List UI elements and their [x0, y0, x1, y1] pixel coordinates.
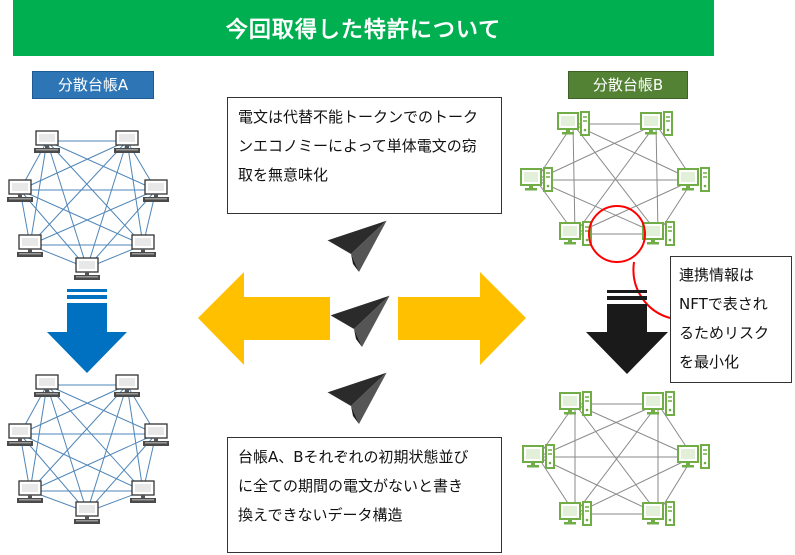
nft-description-line-2: ンエコノミーによって単体電文の窃	[238, 137, 477, 155]
computer-icon	[6, 179, 34, 203]
computer-icon	[520, 167, 553, 192]
callout-box: 連携情報は NFTで表され るためリスク を最小化	[670, 256, 792, 383]
paper-plane-icon-top	[326, 219, 388, 273]
title-banner: 今回取得した特許について	[13, 0, 714, 56]
callout-line-2: NFTで表され	[679, 295, 768, 313]
computer-icon	[6, 423, 34, 447]
network-link	[86, 384, 128, 513]
network-link	[29, 140, 48, 246]
computer-icon	[559, 501, 592, 526]
nft-description-line-1: 電文は代替不能トークンでのトーク	[238, 108, 479, 126]
network-link	[46, 384, 144, 492]
network-link	[19, 189, 144, 246]
computer-icon	[677, 444, 710, 469]
network-link	[86, 140, 128, 269]
network-link	[46, 140, 144, 246]
network-link	[29, 384, 48, 492]
network-link	[29, 189, 157, 246]
network-link	[46, 140, 157, 191]
network-link	[46, 384, 157, 435]
network-link	[46, 140, 88, 269]
network-link	[19, 384, 128, 435]
network-link	[46, 384, 88, 513]
network-link	[29, 433, 157, 492]
paper-plane-icon-bottom	[326, 371, 388, 425]
network-link	[19, 433, 88, 513]
network-link	[572, 123, 576, 235]
banner-title: 今回取得した特許について	[225, 18, 502, 43]
computer-icon	[16, 480, 44, 504]
network-link	[86, 189, 157, 269]
computer-icon	[677, 167, 710, 192]
computer-icon	[142, 179, 170, 203]
ledger-a-network-bottom	[6, 374, 170, 525]
sync-arrow-left	[198, 272, 330, 365]
nft-description-line-3: 取を無意味化	[238, 166, 329, 184]
data-structure-line-1: 台帳A、Bそれぞれの初期状態並び	[238, 448, 469, 466]
network-link	[574, 179, 694, 235]
computer-icon	[129, 480, 157, 504]
computer-icon	[73, 257, 101, 281]
network-link	[126, 384, 144, 492]
computer-icon	[113, 130, 141, 154]
highlight-circle	[588, 205, 646, 263]
computer-icon	[113, 374, 141, 398]
network-link	[19, 140, 128, 191]
network-link	[574, 456, 694, 515]
computer-icon	[559, 221, 592, 246]
ledger-a-network-top	[6, 130, 170, 281]
network-link	[29, 384, 128, 492]
network-link	[574, 123, 657, 235]
network-link	[574, 403, 694, 458]
computer-icon	[642, 221, 675, 246]
network-link	[574, 403, 659, 515]
network-link	[572, 123, 694, 181]
network-link	[19, 189, 88, 269]
network-link	[537, 403, 659, 458]
network-link	[29, 140, 128, 246]
ledger-a-label: 分散台帳A	[32, 71, 154, 99]
paper-plane-icon-middle	[329, 294, 391, 348]
nft-description-box: 電文は代替不能トークンでのトーク ンエコノミーによって単体電文の窃 取を無意味化	[227, 97, 502, 214]
network-link	[535, 179, 659, 235]
network-link	[655, 123, 659, 235]
network-link	[537, 456, 659, 515]
data-structure-description-box: 台帳A、Bそれぞれの初期状態並び に全ての期間の電文がないと書き 換えできないデ…	[227, 437, 502, 553]
computer-icon	[16, 234, 44, 258]
data-structure-line-2: に全ての期間の電文がないと書き	[238, 477, 464, 495]
ledger-b-network-bottom	[522, 391, 710, 526]
callout-line-1: 連携情報は	[679, 266, 755, 284]
computer-icon	[642, 501, 675, 526]
ledger-b-label: 分散台帳B	[568, 71, 688, 99]
computer-icon	[142, 423, 170, 447]
computer-icon	[129, 234, 157, 258]
network-link	[535, 123, 657, 181]
computer-icon	[73, 501, 101, 525]
computer-icon	[33, 130, 61, 154]
data-structure-line-3: 換えできないデータ構造	[238, 506, 403, 524]
ledger-a-down-arrow	[47, 289, 127, 373]
network-link	[126, 140, 144, 246]
ledger-b-network-top	[520, 111, 710, 246]
callout-line-3: るためリスク	[679, 324, 770, 342]
ledger-b-down-arrow	[586, 290, 668, 374]
sync-arrow-right	[398, 272, 526, 365]
computer-icon	[33, 374, 61, 398]
computer-icon	[522, 444, 555, 469]
callout-line-4: を最小化	[679, 353, 740, 371]
network-link	[86, 433, 157, 513]
network-link	[19, 433, 144, 492]
